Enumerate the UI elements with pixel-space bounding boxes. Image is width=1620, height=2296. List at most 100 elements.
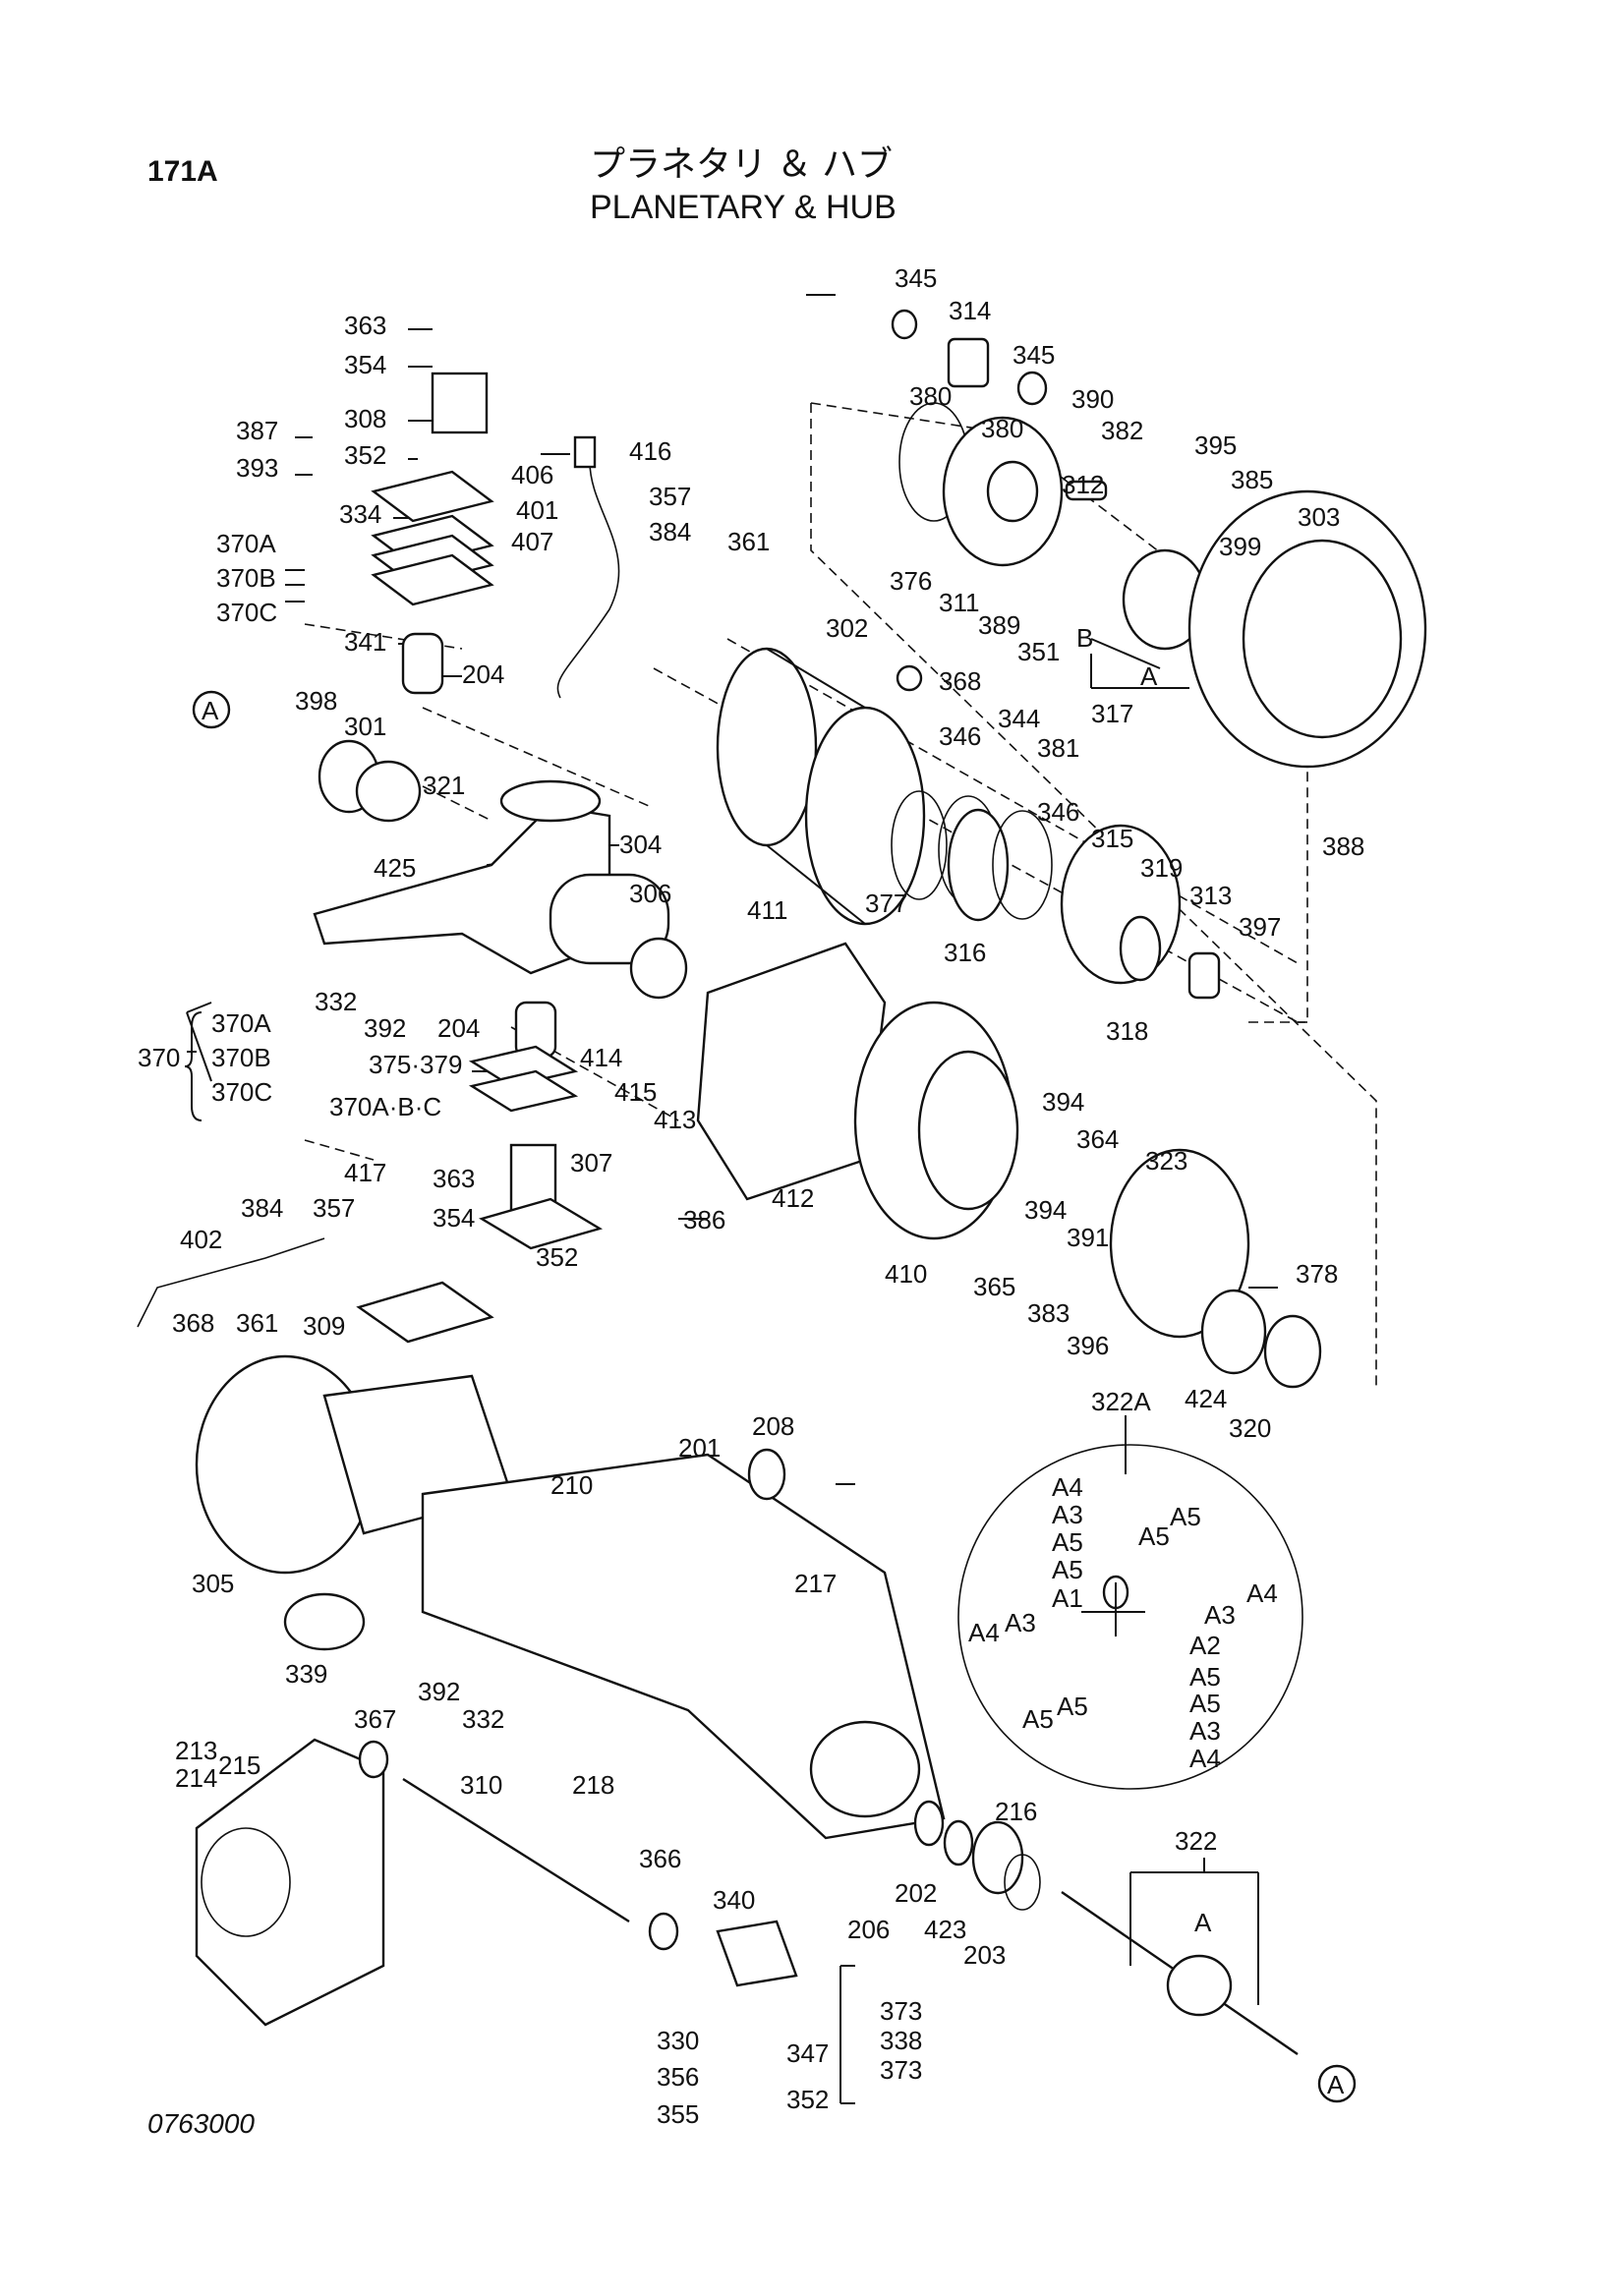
part-label: 357: [649, 482, 691, 511]
part-label: 384: [241, 1193, 283, 1223]
part-label: 370C: [216, 598, 277, 627]
drum-303-inner: [1242, 539, 1403, 739]
yoke-206: [809, 1720, 921, 1818]
kit-label: A4: [968, 1618, 1000, 1647]
part-label: 317: [1091, 699, 1133, 728]
title-japanese: プラネタリ ＆ ハブ: [590, 144, 894, 184]
kit-label: A3: [1052, 1500, 1083, 1529]
ref-a-top: A: [202, 696, 219, 725]
kit-label: A5: [1052, 1555, 1083, 1584]
part-label: 380: [909, 381, 952, 411]
part-label: 303: [1298, 502, 1340, 532]
part-label: 217: [794, 1569, 837, 1598]
part-label: 307: [570, 1148, 612, 1177]
part-label: 330: [657, 2026, 699, 2055]
part-label: 345: [1012, 340, 1055, 370]
group-370: 370 370A 370B 370C: [138, 1008, 272, 1121]
part-label: 215: [218, 1751, 260, 1780]
part-label: 383: [1027, 1298, 1070, 1328]
part-label: 382: [1101, 416, 1143, 445]
kit-label: A5: [1189, 1662, 1221, 1692]
clevis-340: [716, 1920, 798, 1987]
bracket-339: [283, 1592, 366, 1651]
bushing-366: [648, 1912, 679, 1951]
part-label: 202: [895, 1878, 937, 1908]
part-label: 340: [713, 1885, 755, 1915]
washer-345-b: [1016, 371, 1048, 406]
part-label: 389: [978, 610, 1020, 640]
part-label: 354: [433, 1203, 475, 1233]
part-label: 363: [344, 311, 386, 340]
axle-housing-201: [421, 1453, 946, 1840]
part-label: 306: [629, 879, 671, 908]
part-label: 361: [236, 1308, 278, 1338]
part-label: 375·379: [369, 1050, 462, 1079]
part-label: 412: [772, 1183, 814, 1213]
detail-322a-labels: A4 A3 A5 A5 A1 A4 A3 A5 A5 A3 A4 A2 A5 A…: [968, 1472, 1278, 1773]
kit-label: A4: [1052, 1472, 1083, 1502]
part-label: 316: [944, 938, 986, 967]
part-label: 356: [657, 2062, 699, 2092]
bearing-204-top: [401, 632, 444, 695]
part-label: 309: [303, 1311, 345, 1341]
kit-label: A4: [1189, 1744, 1221, 1773]
part-label: 392: [364, 1013, 406, 1043]
part-label: 380: [981, 414, 1023, 443]
part-label: 216: [995, 1797, 1037, 1826]
part-label: 208: [752, 1411, 794, 1441]
part-label: 323: [1145, 1146, 1187, 1176]
knuckle-top-boss: [499, 779, 602, 823]
part-label: 397: [1239, 912, 1281, 942]
ref-circle-a-bottom: [1317, 2064, 1357, 2103]
part-label: 402: [180, 1225, 222, 1254]
part-label: 388: [1322, 832, 1364, 861]
ref-circle-a-top: [192, 690, 231, 729]
part-label: 423: [924, 1915, 966, 1944]
part-label: 376: [890, 566, 932, 596]
kit-label: A1: [1052, 1583, 1083, 1613]
part-label: 313: [1189, 881, 1232, 910]
part-label: 352: [536, 1242, 578, 1272]
part-label: 301: [344, 712, 386, 741]
bushing-367: [358, 1740, 389, 1779]
leader-lines: [186, 294, 1278, 2104]
ref-arrow-b: B: [1076, 623, 1093, 653]
part-label: 373: [880, 2055, 922, 2085]
spindle-thread: [629, 937, 688, 1000]
part-label: 354: [344, 350, 386, 379]
plate-309: [356, 1281, 494, 1344]
retainer-375: [468, 1045, 579, 1088]
part-label: 394: [1024, 1195, 1067, 1225]
part-label: 314: [949, 296, 991, 325]
part-label: 411: [747, 895, 787, 925]
part-label: 417: [344, 1158, 386, 1187]
washer-345-a: [891, 309, 918, 340]
part-label: 416: [629, 436, 671, 466]
part-label: 218: [572, 1770, 614, 1800]
kit-label: A5: [1170, 1502, 1201, 1531]
part-label: 213: [175, 1736, 217, 1765]
kit-label: A4: [1246, 1578, 1278, 1608]
part-label: 366: [639, 1844, 681, 1873]
part-label: 406: [511, 460, 553, 489]
kit-label: A3: [1204, 1600, 1236, 1630]
part-label: 410: [885, 1259, 927, 1289]
part-label: 413: [654, 1105, 696, 1134]
gear-314: [947, 337, 990, 388]
part-label: 395: [1194, 430, 1237, 460]
grease-tube-402: [137, 1237, 325, 1328]
part-label: 414: [580, 1043, 622, 1072]
joint-322: [1166, 1954, 1233, 2017]
kit-label: A3: [1189, 1716, 1221, 1746]
part-label: 361: [727, 527, 770, 556]
group-370-child: 370A: [211, 1008, 271, 1038]
part-label: 315: [1091, 824, 1133, 853]
seal-203: [971, 1820, 1024, 1895]
part-label: 364: [1076, 1124, 1119, 1154]
ring-gear-316: [947, 808, 1010, 922]
part-label: 346: [1037, 797, 1079, 827]
bracket-308: [431, 372, 489, 434]
part-label: 206: [847, 1915, 890, 1944]
bushing-368: [896, 664, 923, 692]
